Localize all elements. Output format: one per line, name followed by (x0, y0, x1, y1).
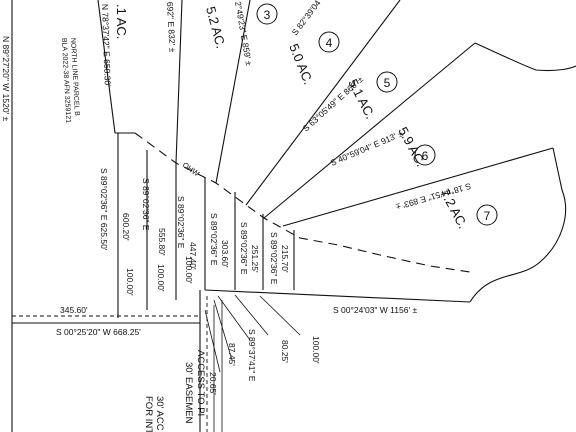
south-distance-2: 80.25' (280, 340, 290, 363)
lot-number-4: 4 (326, 36, 333, 50)
frontage-length-6: 215.70' (280, 245, 290, 273)
south-distance-3: 87.45' (227, 343, 237, 366)
lot-line-3-4 (215, 0, 251, 184)
bearing-west-line: N 89°27'20" W 1520' ± (1, 36, 11, 122)
road-north-line (204, 289, 471, 303)
lot-number-3: 3 (264, 8, 271, 22)
lot-marker-5 (376, 71, 398, 93)
north-line-note-1: NORTH LINE PARCEL B (69, 38, 80, 117)
south-distance-4: 20.65' (208, 372, 218, 395)
access-note-1: ACCESS TO PI (195, 350, 206, 416)
lot-marker-7 (476, 204, 498, 226)
lot-line-6-7 (282, 147, 554, 227)
leader-1 (213, 299, 233, 361)
lower-bearing: S 89°37'41" E (247, 329, 257, 382)
leader-5 (204, 309, 221, 373)
lot-number-5: 5 (384, 76, 391, 90)
south-distance-1: 100.00' (311, 336, 321, 364)
lot-depth-1: 100.00' (125, 268, 135, 296)
north-line-parcel-b (97, 0, 116, 134)
bearing-lot-6-7: S 40°59'04" E 913' ± (329, 128, 405, 168)
ohw-label: OHW (181, 160, 202, 178)
lot-3-acreage: 5.2 AC. (203, 5, 229, 50)
leader-3 (234, 294, 269, 336)
lot-line-5-6 (263, 42, 476, 219)
frontage-length-3: 447.40' (188, 242, 198, 270)
frontage-length-4: 303.60' (220, 240, 230, 268)
east-boundary-south (469, 147, 567, 303)
frontage-length-5: 251.25' (250, 245, 260, 273)
frontage-bearing-2: S 89°02'36" E (141, 178, 151, 231)
access-note-4: FOR INT (143, 396, 154, 432)
frontage-bearing-1: S 89°02'36" E 625.50' (99, 168, 109, 251)
lot-number-7: 7 (484, 209, 491, 223)
bearing-north-line: N 78°37'42" E 650.30' (100, 4, 113, 88)
lot-depth-3: 100.00' (184, 256, 194, 284)
partial-lot-acreage: .1 AC. (114, 4, 129, 39)
south-distance-west: 345.60' (60, 305, 88, 315)
bearing-lot-3-4: 2°49'23" E 859' ± (233, 1, 254, 67)
lot-4-acreage: 5.0 AC. (286, 42, 316, 87)
lot-marker-3 (256, 3, 278, 25)
lot-line-2-3 (175, 0, 183, 164)
leader-4 (259, 295, 301, 336)
frontage-length-1: 600.20' (121, 213, 131, 241)
leader-2 (217, 295, 251, 341)
east-boundary-north (474, 42, 576, 72)
lot-number-6: 6 (422, 149, 429, 163)
lot-marker-6 (414, 144, 436, 166)
frontage-bearing-5: S 89°02'36" E (239, 222, 249, 275)
frontage-bearing-6: S 89°02'36" E (269, 232, 279, 285)
bearing-lot-2-3: 692" E 832' ± (165, 2, 178, 53)
access-note-2: 30' EASEMEN (183, 362, 194, 424)
bearing-lot-4-5: S 82°39'04" E 918' ± (290, 0, 345, 37)
lot-depth-2: 100.00' (156, 264, 166, 292)
lot-line-4-5 (245, 0, 401, 206)
ohw-line (134, 132, 471, 273)
lot-marker-4 (318, 31, 340, 53)
frontage-bearing-4: S 89°02'36" E (209, 213, 219, 266)
south-bearing-east: S 00°24'03" W 1156' ± (333, 305, 417, 315)
access-note-3: 30' ACC (154, 396, 165, 431)
north-line-note-2: BLA 2022-38 AFN 3259121 (60, 38, 71, 124)
frontage-length-2: 555.80' (157, 228, 167, 256)
frontage-bearing-3: S 89°02'36" E (176, 196, 186, 249)
south-bearing-west: S 00°25'20" W 668.25' (56, 327, 141, 337)
